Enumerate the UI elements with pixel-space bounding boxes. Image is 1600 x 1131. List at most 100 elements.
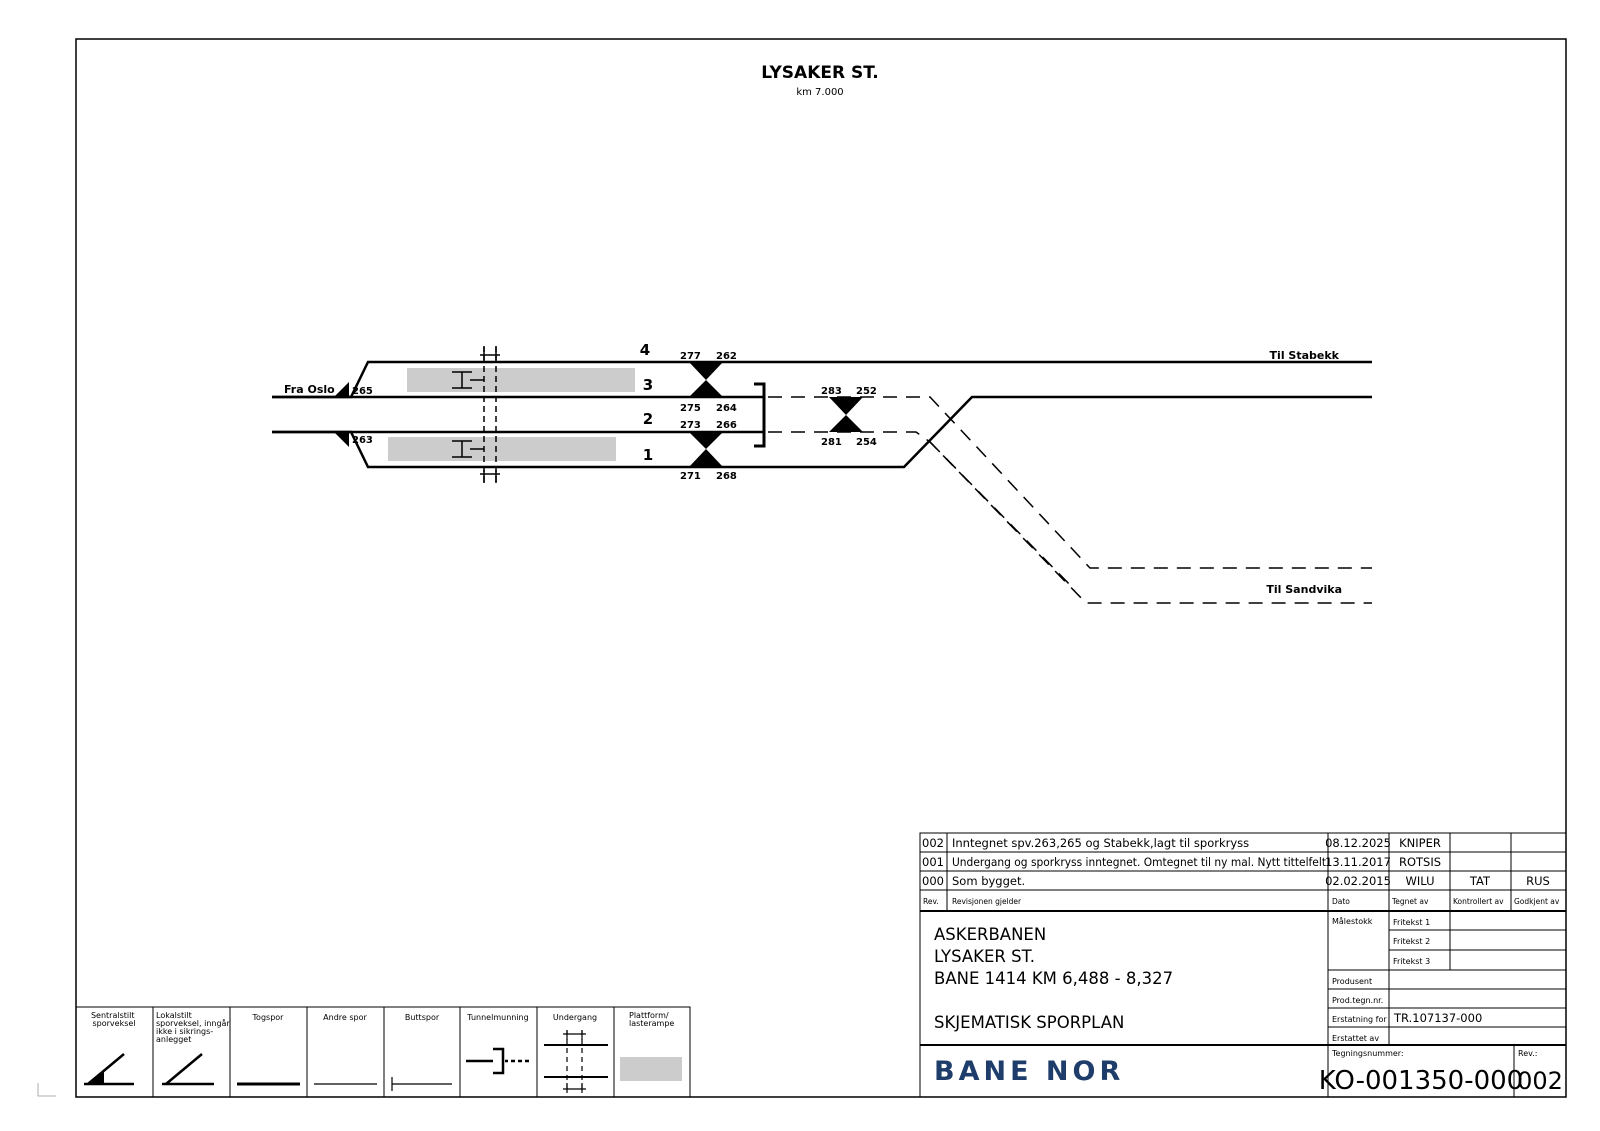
rev-2-date: 08.12.2025: [1325, 836, 1391, 850]
legend-local-switch-icon: [162, 1053, 214, 1086]
legend-central-switch-wedge: [86, 1070, 104, 1084]
drawing-number-label: Tegningsnummer:: [1331, 1049, 1404, 1058]
legend-platform-l1: Plattform/: [629, 1011, 669, 1020]
replaced-by-label: Erstattet av: [1332, 1034, 1379, 1043]
underpass-bottom: [480, 470, 500, 483]
switch-number-271: 271: [680, 471, 701, 482]
legend-local-l1: Lokalstilt: [156, 1011, 192, 1020]
switch-number-281: 281: [821, 437, 842, 448]
legend-underpass-icon: [544, 1030, 608, 1093]
crossover-277-262-top: [689, 362, 723, 380]
rev-header-date: Dato: [1332, 897, 1350, 906]
crossover-283-252-top: [829, 397, 863, 415]
crossover-271-268-bottom: [689, 449, 723, 467]
underpass: [452, 346, 500, 483]
switch-number-268: 268: [716, 471, 737, 482]
legend-label-other-track: Andre spor: [323, 1013, 367, 1022]
legend-local-l2: sporveksel, inngår: [156, 1018, 230, 1028]
revision-number: 002: [1517, 1067, 1563, 1095]
switch-number-263: 263: [352, 435, 373, 446]
rev-1-no: 001: [922, 855, 944, 869]
legend-label-tunnel-mouth: Tunnelmunning: [466, 1013, 528, 1022]
title-block-text: ASKERBANEN LYSAKER ST. BANE 1414 KM 6,48…: [934, 916, 1563, 1096]
track-number-2: 2: [643, 410, 653, 428]
dashed-track-mid: [929, 441, 1076, 591]
title-line-1: ASKERBANEN: [934, 925, 1046, 944]
legend-platform-icon: [620, 1057, 682, 1081]
label-to-sandvika: Til Sandvika: [1266, 583, 1342, 596]
crossover-283-252-bottom: [829, 415, 863, 432]
free-text-1: Fritekst 1: [1393, 918, 1430, 927]
switch-number-252: 252: [856, 386, 877, 397]
underpass-top: [480, 347, 500, 360]
switch-number-254: 254: [856, 437, 877, 448]
track-number-4: 4: [640, 341, 650, 359]
bane-nor-logo: BANE NOR: [934, 1056, 1124, 1087]
switch-number-283: 283: [821, 386, 842, 397]
rev-0-checked: TAT: [1469, 874, 1491, 888]
rev-2-no: 002: [922, 836, 944, 850]
rev-header-checked: Kontrollert av: [1453, 897, 1504, 906]
rev-0-approved: RUS: [1526, 874, 1550, 888]
stair-upper: [452, 371, 484, 389]
legend-local-l4: anlegget: [156, 1035, 191, 1044]
rev-0-drawn: WILU: [1405, 874, 1434, 888]
switch-number-275: 275: [680, 403, 701, 414]
scale-label: Målestokk: [1332, 916, 1373, 926]
drawing-title: LYSAKER ST.: [761, 63, 878, 83]
free-text-3: Fritekst 3: [1393, 957, 1430, 966]
dashed-track-lower: [768, 431, 1372, 604]
switch-number-264: 264: [716, 403, 737, 414]
switch-265-symbol: [334, 382, 349, 397]
legend-symbols: [84, 1030, 682, 1093]
dashed-track-upper: [768, 396, 1372, 569]
rev-header-drawn: Tegnet av: [1391, 897, 1429, 906]
legend-label-platform: Plattform/ lasterampe: [629, 1011, 674, 1028]
title-line-2: LYSAKER ST.: [934, 947, 1035, 966]
rev-2-drawn: KNIPER: [1399, 836, 1441, 850]
legend-central-l1: Sentralstilt: [91, 1011, 135, 1020]
producer-label: Produsent: [1332, 977, 1372, 986]
drawing-frame: [75, 38, 1567, 1098]
title-line-3: BANE 1414 KM 6,488 - 8,327: [934, 969, 1173, 988]
rev-0-date: 02.02.2015: [1325, 874, 1391, 888]
legend-label-local-switch: Lokalstilt sporveksel, inngår ikke i sik…: [156, 1011, 232, 1044]
replaces-value: TR.107137-000: [1393, 1011, 1482, 1025]
rev-label: Rev.:: [1518, 1049, 1537, 1058]
switch-263-symbol: [334, 432, 349, 447]
rev-1-date: 13.11.2017: [1325, 855, 1391, 869]
drawing-subtitle: km 7.000: [796, 87, 843, 98]
drawing-number: KO-001350-000: [1319, 1066, 1523, 1096]
track-number-1: 1: [643, 446, 653, 464]
legend-local-l3: ikke i sikrings-: [156, 1027, 213, 1036]
corner-mark: [37, 1083, 56, 1097]
switch-number-265: 265: [352, 386, 373, 397]
rev-2-text: Inntegnet spv.263,265 og Stabekk,lagt ti…: [952, 836, 1249, 850]
legend-central-switch-icon: [84, 1053, 134, 1086]
legend-label-central-switch: Sentralstilt sporveksel: [91, 1011, 137, 1028]
label-from-oslo: Fra Oslo: [284, 383, 335, 396]
crossover-277-262-bottom: [689, 380, 723, 397]
legend-platform-l2: lasterampe: [629, 1019, 674, 1028]
free-text-2: Fritekst 2: [1393, 937, 1430, 946]
rev-1-drawn: ROTSIS: [1399, 855, 1441, 869]
legend-grid: [75, 1006, 691, 1098]
switch-number-277: 277: [680, 351, 701, 362]
legend-dead-end-icon: [391, 1077, 452, 1091]
legend-label-dead-end: Buttspor: [405, 1013, 440, 1022]
rev-header-approved: Godkjent av: [1514, 897, 1560, 906]
legend-label-train-track: Togspor: [252, 1013, 285, 1022]
legend-central-l2: sporveksel: [92, 1019, 135, 1028]
legend-label-underpass: Undergang: [553, 1013, 597, 1022]
replaces-label: Erstatning for: [1332, 1015, 1387, 1024]
revision-rows: 002 Inntegnet spv.263,265 og Stabekk,lag…: [922, 836, 1560, 906]
prod-drawing-no-label: Prod.tegn.nr.: [1332, 996, 1383, 1005]
crossover-271-268-top: [689, 432, 723, 449]
rev-header-text: Revisjonen gjelder: [952, 897, 1022, 906]
track-number-3: 3: [643, 376, 653, 394]
switch-number-262: 262: [716, 351, 737, 362]
crossovers: [689, 362, 863, 467]
legend-labels: Sentralstilt sporveksel Lokalstilt sporv…: [91, 1011, 674, 1044]
stair-lower: [452, 440, 484, 458]
